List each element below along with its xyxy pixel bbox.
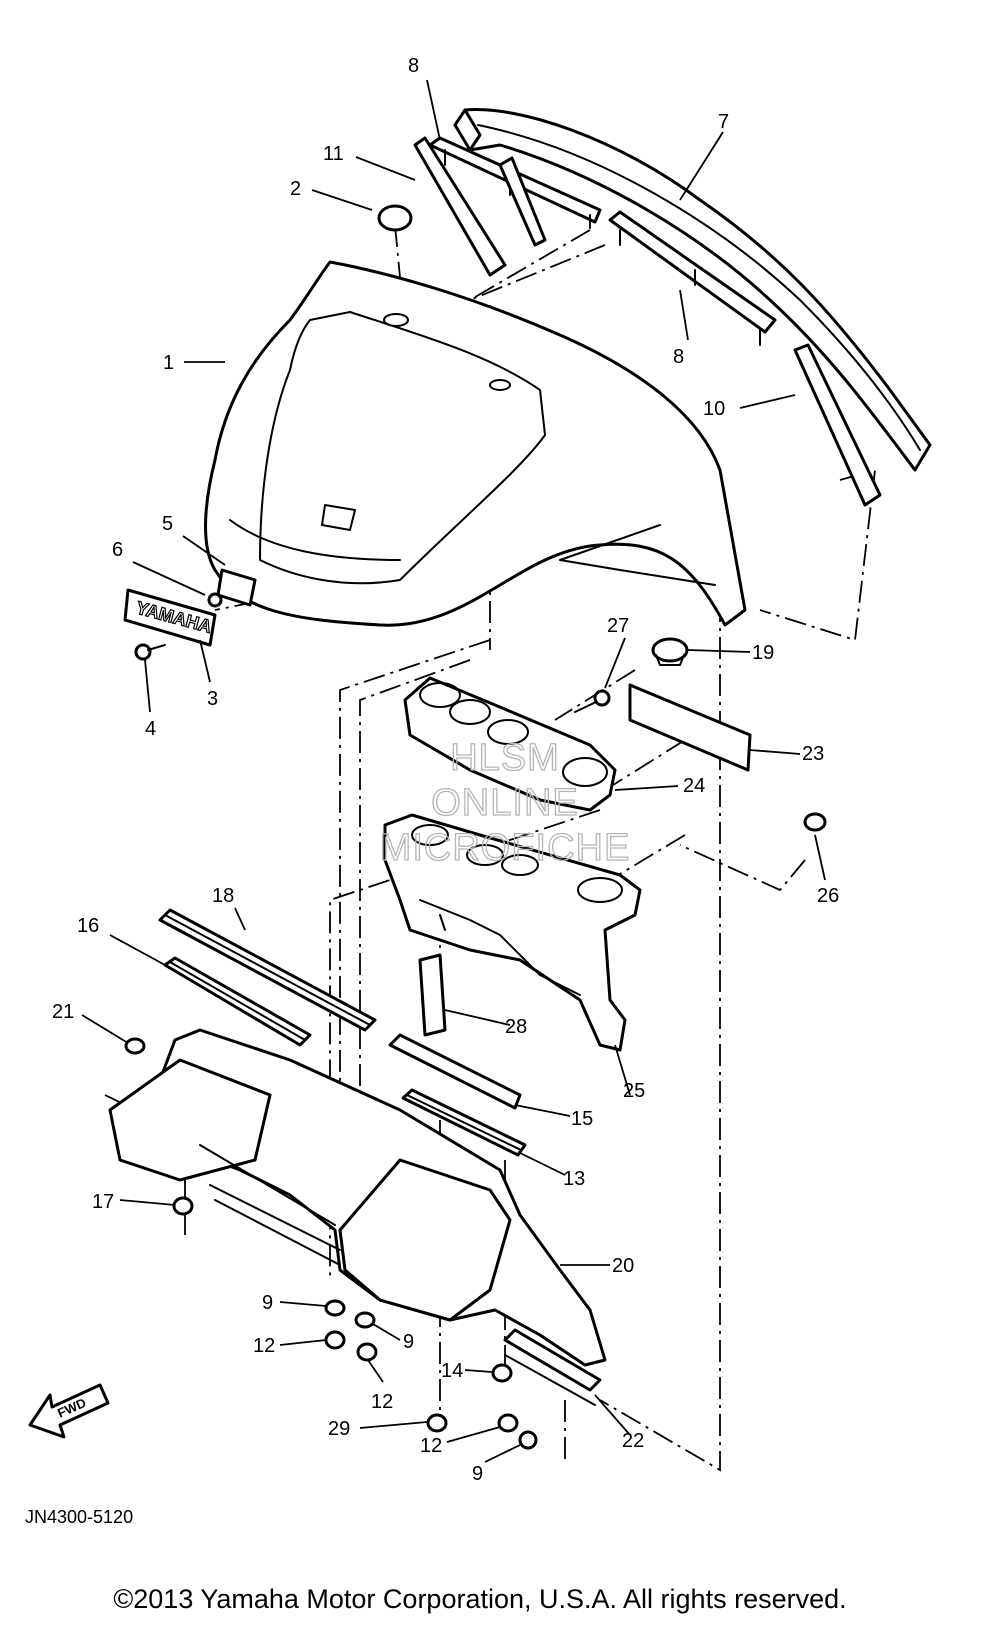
clip-part-9-c	[518, 1430, 538, 1450]
screw-part-27	[574, 689, 611, 713]
callout-label: 6	[112, 539, 123, 561]
front-cover-part-1	[204, 260, 747, 627]
rail-part-13	[401, 1088, 527, 1157]
grommet-part-19	[651, 637, 689, 666]
callout-label: 18	[212, 885, 234, 907]
nut-part-21	[124, 1037, 146, 1055]
callout-label: 12	[253, 1335, 275, 1357]
callout-label: 9	[472, 1463, 483, 1485]
side-brace-part-10	[793, 343, 882, 507]
leader-lines	[81, 79, 826, 1463]
callout-label: 9	[262, 1292, 273, 1314]
watermark-line-3: MICROFICHE	[380, 827, 631, 869]
forward-direction-arrow: FWD	[28, 1383, 110, 1439]
lower-panel-part-20	[108, 1028, 607, 1367]
bracket-part-5	[216, 568, 257, 607]
side-brace-part-11	[413, 136, 547, 277]
callout-label: 16	[77, 915, 99, 937]
callout-label: 9	[403, 1331, 414, 1353]
nut-part-12-a	[324, 1330, 346, 1350]
lower-rail-part-22	[503, 1328, 602, 1406]
callout-label: 8	[673, 346, 684, 368]
callout-label: 15	[571, 1108, 593, 1130]
callout-label: 3	[207, 688, 218, 710]
rail-part-16	[163, 956, 312, 1047]
callout-label: 8	[408, 55, 419, 77]
bracket-part-8	[428, 136, 777, 346]
nut-part-17	[172, 1196, 194, 1216]
callout-label: 10	[703, 398, 725, 420]
screw-part-6	[207, 592, 223, 608]
watermark: HLSM ONLINE MICROFICHE	[379, 736, 631, 869]
plate-part-28	[418, 953, 447, 1037]
callout-label: 29	[328, 1418, 350, 1440]
watermark-line-2: ONLINE	[431, 782, 578, 824]
callout-label: 12	[420, 1435, 442, 1457]
rail-part-18	[158, 908, 377, 1032]
document-id: JN4300-5120	[25, 1507, 133, 1527]
callout-label: 5	[162, 513, 173, 535]
nut-part-12-b	[356, 1342, 378, 1362]
callout-labels: 1 2 3 4 5 6 7 8 8 9 9 9 10 11 12 12 12 1…	[52, 55, 839, 1485]
callout-label: 19	[752, 642, 774, 664]
nut-part-12-c	[497, 1413, 519, 1433]
callout-label: 28	[505, 1016, 527, 1038]
rail-part-15	[388, 1033, 522, 1110]
callout-label: 17	[92, 1191, 114, 1213]
console-part-25	[383, 813, 642, 1052]
callout-label: 24	[683, 775, 705, 797]
clip-part-9-a	[324, 1299, 346, 1317]
nut-part-29	[426, 1413, 448, 1433]
callout-label: 14	[441, 1360, 463, 1382]
watermark-line-1: HLSM	[450, 737, 560, 779]
screw-part-4	[134, 643, 166, 661]
nut-part-26	[803, 812, 827, 832]
callout-label: 21	[52, 1001, 74, 1023]
callout-label: 22	[622, 1430, 644, 1452]
copyright-notice: ©2013 Yamaha Motor Corporation, U.S.A. A…	[113, 1584, 846, 1614]
label-part-23	[628, 683, 752, 772]
callout-label: 26	[817, 885, 839, 907]
callout-label: 27	[607, 615, 629, 637]
callout-label: 7	[718, 111, 729, 133]
callout-label: 25	[623, 1080, 645, 1102]
callout-label: 13	[563, 1168, 585, 1190]
cup-holder-part-24	[403, 676, 617, 812]
callout-label: 20	[612, 1255, 634, 1277]
nut-part-14	[491, 1363, 513, 1383]
top-rail-part-7	[453, 108, 932, 472]
callout-label: 23	[802, 743, 824, 765]
cap-part-2	[377, 204, 413, 232]
callout-label: 11	[323, 143, 344, 165]
callout-label: 12	[371, 1391, 393, 1413]
callout-label: 2	[290, 178, 301, 200]
callout-label: 1	[163, 352, 174, 374]
emblem-part-3: YAMAHA	[123, 588, 217, 647]
callout-label: 4	[145, 718, 156, 740]
clip-part-9-b	[354, 1311, 376, 1329]
